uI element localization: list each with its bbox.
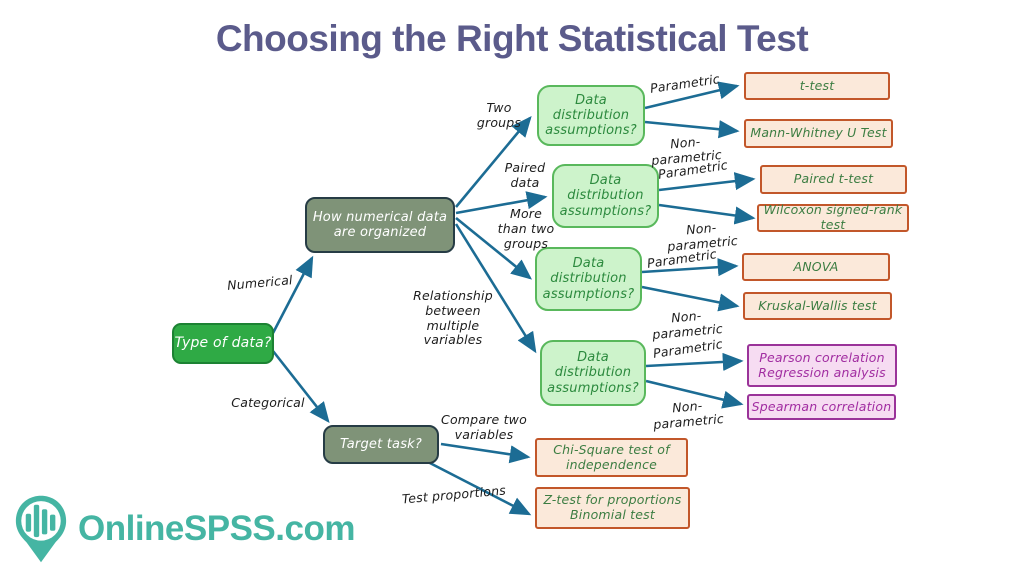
node-t-test: t-test	[744, 72, 890, 100]
logo-text: OnlineSPSS.com	[78, 509, 355, 548]
arrow-compare-two-variables	[440, 442, 531, 464]
node-z-test-binomial: Z-test for proportions Binomial test	[535, 487, 690, 529]
arrow-two-groups	[455, 116, 532, 208]
arrow-categorical	[271, 350, 330, 424]
edge-label-two-groups: Two groups	[476, 100, 522, 130]
node-wilcoxon: Wilcoxon signed-rank test	[757, 202, 909, 232]
node-numerical-organization: How numerical data are organized	[305, 197, 455, 253]
node-kruskal-wallis: Kruskal-Wallis test	[743, 292, 892, 320]
edge-label-paired-data: Paired data	[504, 160, 546, 190]
arrow-relationship	[454, 223, 537, 354]
edge-label-categorical: Categorical	[231, 395, 305, 410]
arrow-more-groups	[455, 216, 533, 280]
arrow-parametric-4	[645, 352, 744, 372]
arrow-parametric-1	[644, 81, 740, 110]
node-pearson-regression: Pearson correlation Regression analysis	[747, 344, 897, 387]
edge-label-compare-two-variables: Compare two variables	[441, 412, 527, 442]
node-chi-square: Chi-Square test of independence	[535, 438, 688, 477]
arrow-non-parametric-3	[641, 285, 740, 312]
node-distribution-assumptions-2: Data distribution assumptions?	[552, 164, 659, 228]
node-mann-whitney: Mann-Whitney U Test	[744, 119, 893, 148]
page-title: Choosing the Right Statistical Test	[215, 18, 809, 59]
edge-label-more-than-two-groups: More than two groups	[497, 206, 555, 251]
arrow-paired-data	[455, 191, 548, 215]
arrow-non-parametric-1	[644, 120, 740, 139]
node-distribution-assumptions-3: Data distribution assumptions?	[535, 247, 642, 311]
arrow-non-parametric-2	[658, 203, 756, 225]
bar-chart-pin-icon	[15, 495, 67, 563]
node-anova: ANOVA	[742, 253, 890, 281]
arrow-parametric-2	[658, 172, 756, 192]
node-type-of-data: Type of data?	[172, 323, 274, 364]
arrow-non-parametric-4	[645, 379, 744, 409]
node-distribution-assumptions-4: Data distribution assumptions?	[540, 340, 646, 406]
arrow-parametric-3	[641, 258, 739, 277]
node-distribution-assumptions-1: Data distribution assumptions?	[537, 85, 645, 146]
logo-link[interactable]: OnlineSPSS.com	[14, 494, 355, 564]
node-spearman: Spearman correlation	[747, 394, 896, 420]
node-target-task: Target task?	[323, 425, 439, 464]
arrow-test-proportions	[425, 459, 532, 516]
arrow-numerical	[271, 255, 314, 334]
node-paired-t-test: Paired t-test	[760, 165, 907, 194]
edge-label-relationship: Relationship between multiple variables	[413, 288, 493, 348]
